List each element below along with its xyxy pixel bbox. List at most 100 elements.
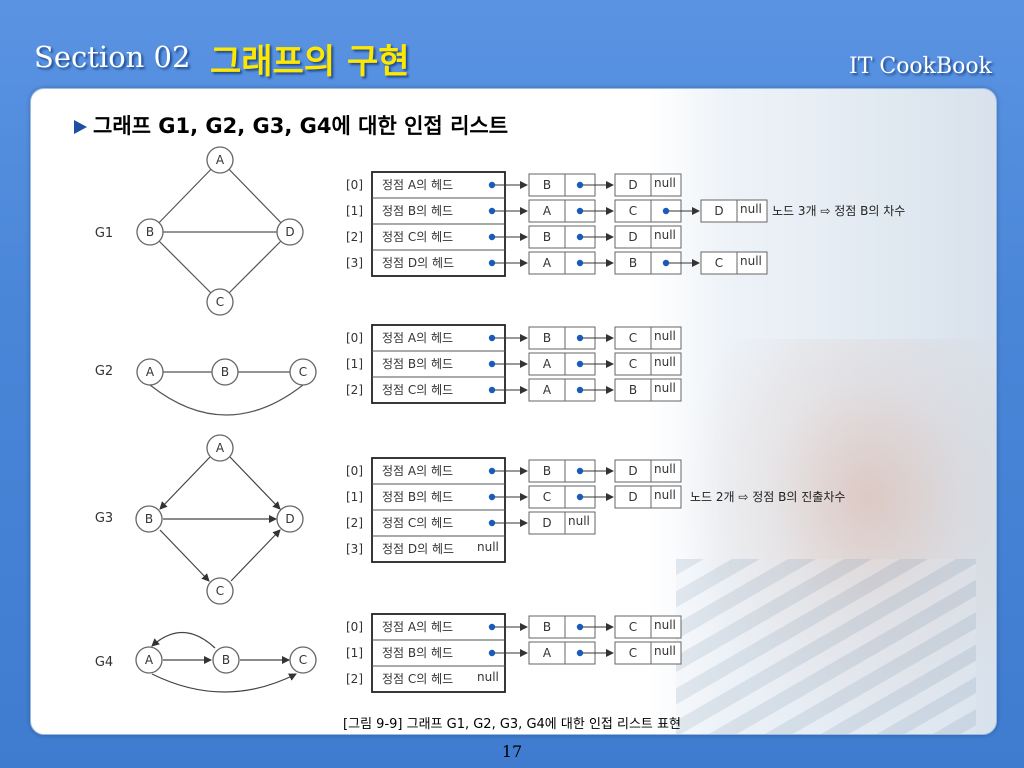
- list-node-vertex: C: [629, 331, 637, 345]
- section-number: Section 02: [34, 40, 191, 74]
- graph-label-g4: G4: [95, 655, 113, 670]
- null-link-label: null: [568, 514, 590, 528]
- link-dot: [662, 259, 670, 267]
- row-head-label: 정점 D의 헤드: [382, 542, 454, 556]
- vertex-a: [206, 146, 234, 174]
- list-node-vertex: D: [628, 178, 637, 192]
- list-node: [614, 378, 682, 402]
- vertex-c: [289, 358, 317, 386]
- list-node: [614, 225, 682, 249]
- null-pointer-label: null: [477, 540, 499, 554]
- row-head-label: 정점 D의 헤드: [382, 256, 454, 270]
- list-node-vertex: A: [543, 204, 552, 218]
- vertex-b: [211, 358, 239, 386]
- link-dot: [576, 360, 584, 368]
- edge-a-b: [149, 159, 221, 233]
- bullet-heading: 그래프 G1, G2, G3, G4에 대한 인접 리스트: [74, 110, 508, 140]
- list-node-vertex: A: [543, 646, 552, 660]
- list-node-vertex: B: [543, 464, 551, 478]
- vertex-label-c: C: [216, 295, 224, 309]
- null-link-label: null: [654, 329, 676, 343]
- vertex-label-a: A: [145, 653, 154, 667]
- row-index: [3]: [346, 256, 363, 270]
- null-link-label: null: [654, 644, 676, 658]
- section-title: 그래프의 구현: [210, 42, 410, 82]
- vertex-b: [135, 505, 163, 533]
- graph-g1: [149, 159, 291, 303]
- pointer-dot: [488, 360, 496, 368]
- vertex-a: [206, 434, 234, 462]
- list-node: [614, 352, 682, 376]
- list-node: [700, 251, 768, 275]
- page-number: 17: [501, 742, 523, 761]
- edge-a-d: [219, 159, 291, 233]
- row-index: [2]: [346, 516, 363, 530]
- vertex-c: [206, 577, 234, 605]
- link-dot: [576, 233, 584, 241]
- row-head-label: 정점 B의 헤드: [382, 357, 453, 371]
- bullet-icon: [74, 120, 87, 134]
- vertex-b: [212, 646, 240, 674]
- pointer-dot: [488, 207, 496, 215]
- list-node-vertex: B: [543, 178, 551, 192]
- link-dot: [576, 207, 584, 215]
- edge-a-c: [151, 673, 297, 693]
- null-link-label: null: [654, 228, 676, 242]
- row-head-label: 정점 B의 헤드: [382, 490, 453, 504]
- row-index: [1]: [346, 646, 363, 660]
- row-index: [0]: [346, 178, 363, 192]
- list-node: [614, 326, 682, 350]
- pointer-dot: [488, 519, 496, 527]
- vertex-label-b: B: [146, 225, 154, 239]
- link-dot: [576, 493, 584, 501]
- vertex-label-b: B: [222, 653, 230, 667]
- list-node: [614, 641, 682, 665]
- pointer-dot: [488, 623, 496, 631]
- list-node: [614, 459, 682, 483]
- pointer-dot: [488, 259, 496, 267]
- link-dot: [662, 207, 670, 215]
- pointer-dot: [488, 649, 496, 657]
- vertex-c: [289, 646, 317, 674]
- list-node-vertex: C: [629, 620, 637, 634]
- edge-b-c: [149, 231, 221, 303]
- row-index: [2]: [346, 383, 363, 397]
- list-node: [528, 511, 596, 535]
- graph-label-g1: G1: [95, 226, 113, 241]
- link-dot: [576, 467, 584, 475]
- null-link-label: null: [654, 381, 676, 395]
- pointer-dot: [488, 386, 496, 394]
- null-link-label: null: [654, 488, 676, 502]
- list-node-vertex: C: [629, 646, 637, 660]
- link-dot: [576, 181, 584, 189]
- vertex-d: [276, 505, 304, 533]
- list-node: [614, 615, 682, 639]
- list-node-vertex: B: [543, 230, 551, 244]
- vertex-label-c: C: [299, 365, 307, 379]
- list-node-vertex: B: [543, 620, 551, 634]
- list-node-vertex: C: [715, 256, 723, 270]
- list-node-vertex: C: [629, 204, 637, 218]
- decorative-keyboard: [676, 559, 976, 734]
- graph-g4: [151, 631, 297, 693]
- row-index: [0]: [346, 464, 363, 478]
- row-head-label: 정점 A의 헤드: [382, 178, 453, 192]
- vertex-label-c: C: [299, 653, 307, 667]
- vertex-a: [136, 358, 164, 386]
- link-dot: [576, 334, 584, 342]
- vertex-label-a: A: [216, 441, 225, 455]
- row-index: [1]: [346, 490, 363, 504]
- row-head-label: 정점 A의 헤드: [382, 464, 453, 478]
- row-index: [2]: [346, 672, 363, 686]
- null-pointer-label: null: [477, 670, 499, 684]
- edge-c-d: [219, 231, 291, 303]
- list-node-vertex: D: [628, 464, 637, 478]
- head-array-g4: [371, 613, 506, 693]
- brand-label: IT CookBook: [849, 54, 992, 79]
- graph-label-g3: G3: [95, 511, 113, 526]
- list-node-vertex: D: [714, 204, 723, 218]
- pointer-dot: [488, 233, 496, 241]
- list-node-vertex: D: [628, 230, 637, 244]
- list-node: [614, 485, 682, 509]
